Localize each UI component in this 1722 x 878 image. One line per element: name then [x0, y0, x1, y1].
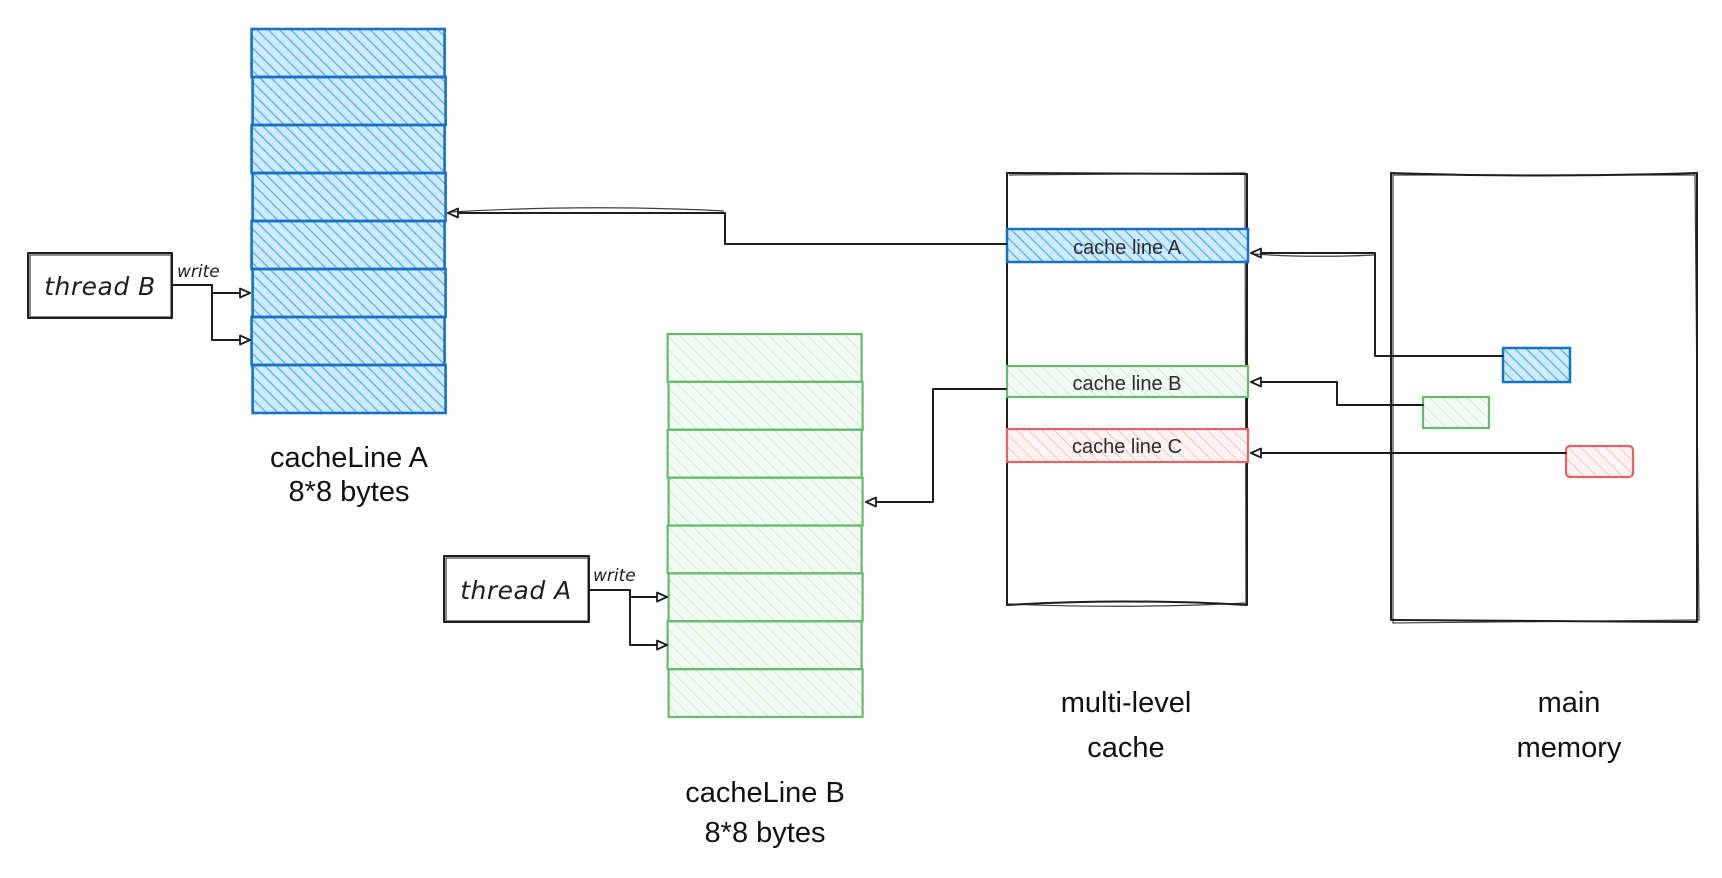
cache-line-a-label: cache line A	[1073, 237, 1182, 259]
cacheline-a-block	[250, 27, 447, 415]
thread-a-write-arrow-1	[588, 589, 668, 603]
thread-b-box-outline	[29, 254, 172, 318]
thread-b-label: thread B	[44, 272, 156, 301]
thread-a-box-outline	[445, 557, 589, 622]
cache-line-a-to-cacheline-a-arrow	[447, 207, 1008, 245]
cache-line-b-slot[interactable]: cache line B	[1005, 364, 1250, 399]
thread-a-write-arrow-2	[629, 589, 668, 651]
cache-line-a-slot[interactable]: cache line A	[1005, 227, 1250, 264]
cache-line-c-rect[interactable]	[1005, 427, 1250, 464]
cache-line-a-arrow-sketch	[450, 207, 725, 213]
cache-line-a-rect[interactable]	[1005, 227, 1250, 264]
cache-line-c-label: cache line C	[1072, 436, 1182, 458]
multi-level-cache-label-2: cache	[1087, 732, 1164, 764]
thread-b-node[interactable]: thread B	[27, 252, 173, 319]
memory-block-b[interactable]	[1421, 395, 1491, 430]
cacheline-a-size-label: 8*8 bytes	[289, 476, 410, 508]
memory-b-to-cache-line-b-arrow	[1250, 376, 1424, 406]
cache-line-b-to-cacheline-b-arrow	[865, 388, 1007, 508]
cacheline-b-block	[666, 332, 864, 719]
memory-a-arrow-sketch	[1253, 253, 1375, 257]
multi-level-cache-box	[1006, 172, 1248, 607]
cache-line-b-rect[interactable]	[1005, 364, 1250, 399]
thread-a-write-label: write	[593, 566, 636, 586]
main-memory-label: main	[1538, 687, 1601, 719]
main-memory-box	[1390, 172, 1700, 624]
cacheline-a-label: cacheLine A	[270, 442, 429, 474]
main-memory-label-2: memory	[1517, 732, 1622, 764]
cacheline-b-label: cacheLine B	[685, 777, 845, 809]
multi-level-cache-label: multi-level	[1061, 687, 1192, 719]
thread-b-write-label: write	[177, 262, 220, 282]
cache-line-b-label: cache line B	[1073, 373, 1182, 395]
memory-block-a[interactable]	[1501, 346, 1572, 384]
thread-b-write-arrow-2	[211, 284, 251, 346]
cacheline-a-slot[interactable]	[251, 363, 447, 415]
cacheline-b-size-label: 8*8 bytes	[705, 817, 826, 849]
cache-line-c-slot[interactable]: cache line C	[1005, 427, 1250, 464]
thread-a-node[interactable]: thread A	[443, 555, 590, 623]
thread-a-label: thread A	[460, 576, 572, 605]
memory-a-to-cache-line-a-arrow	[1250, 247, 1504, 357]
memory-block-c[interactable]	[1564, 444, 1635, 479]
cacheline-b-slot[interactable]	[667, 668, 864, 719]
